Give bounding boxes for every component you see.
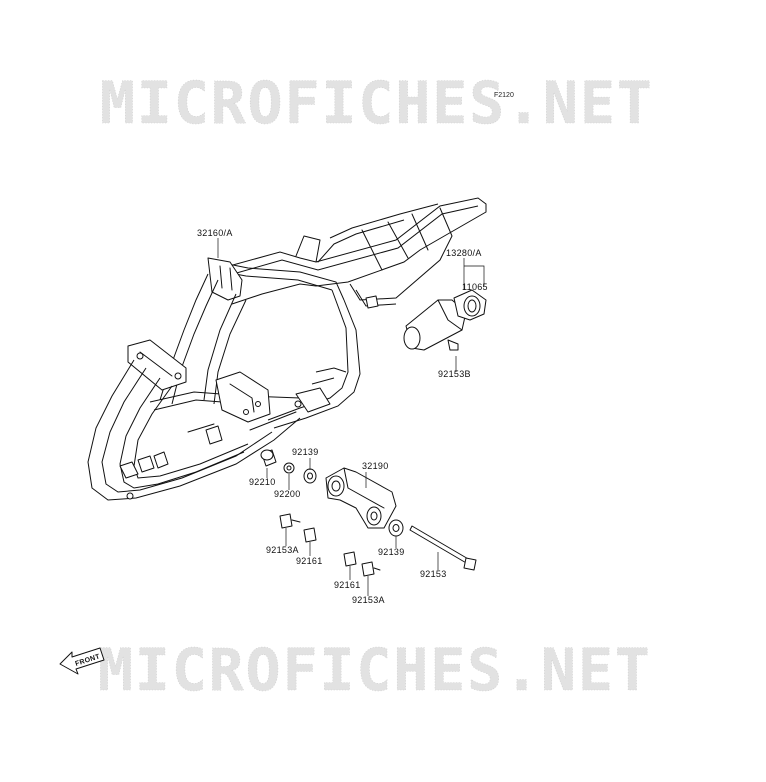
label-seat-assy: 13280/A [446,248,482,258]
label-seat-clamp: 11065 [462,282,488,292]
leader-lines [217,238,485,596]
watermark-top: MICROFICHES.NET [100,69,654,137]
label-bushing: 92210 [249,477,276,487]
label-bolt-a-left: 92153A [266,545,299,555]
label-bolt-a-lower: 92153A [352,595,385,605]
label-washer: 92200 [274,489,301,499]
label-bracket: 32190 [362,461,389,471]
bracket-drawing [325,467,397,529]
label-collar-lower: 92139 [378,547,405,557]
label-bolt-seat: 92153B [438,369,471,379]
watermark-bottom: MICROFICHES.NET [98,636,652,704]
frame-drawing [87,197,487,501]
label-nut-lower: 92161 [334,580,361,590]
part-labels: 32160/A 13280/A 11065 92153B 32190 92139… [197,228,488,605]
label-nut-left: 92161 [296,556,323,566]
label-long-bolt: 92153 [420,569,447,579]
label-frame: 32160/A [197,228,233,238]
hardware-drawing [260,449,477,577]
seat-assembly-drawing [403,289,487,351]
figure-code: F2120 [494,92,514,99]
label-collar-top: 92139 [292,447,319,457]
